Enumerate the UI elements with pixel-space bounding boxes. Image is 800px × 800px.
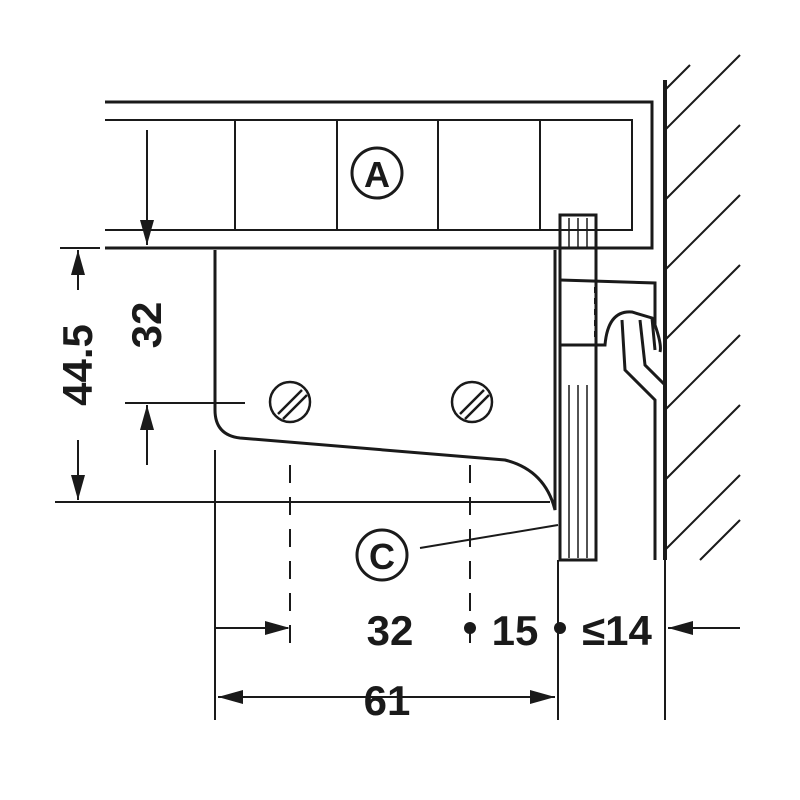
dim-44-5: 44.5 — [54, 324, 101, 406]
label-a: A — [364, 154, 390, 195]
dim-32-horizontal: 32 — [367, 607, 414, 654]
bracket-plate — [213, 250, 557, 511]
wall — [663, 54, 741, 561]
drawer-a: A — [105, 100, 654, 250]
dim-32-vertical: 32 — [123, 302, 170, 349]
dim-14: ≤14 — [582, 607, 652, 654]
dimension-lines — [55, 130, 740, 720]
label-c: C — [369, 536, 395, 577]
dim-61: 61 — [364, 677, 411, 724]
dim-15: 15 — [492, 607, 539, 654]
arrowheads — [71, 220, 693, 704]
front-panel-c: C — [355, 213, 667, 582]
